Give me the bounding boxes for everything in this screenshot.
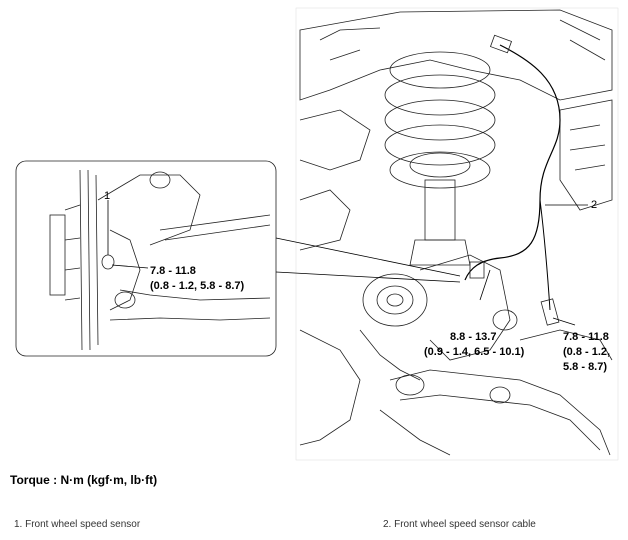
- body-panel: [299, 9, 613, 101]
- legend-item-1: 1. Front wheel speed sensor: [14, 519, 141, 530]
- main-drawing-frame: [295, 7, 619, 461]
- part-number-2: 2: [591, 199, 598, 211]
- right-torque-value: 7.8 - 11.8: [563, 331, 609, 343]
- detail-inset: [15, 160, 277, 357]
- right-torque-units-1: (0.8 - 1.2,: [563, 346, 611, 358]
- inset-torque-value: 7.8 - 11.8: [150, 265, 196, 277]
- inset-brake-disc: [49, 169, 271, 351]
- suspension-diagram: [15, 7, 619, 461]
- lower-arm: [379, 369, 611, 456]
- strut-spring: [384, 51, 496, 266]
- part-number-1-inset: 1: [104, 190, 111, 202]
- center-torque-units: (0.9 - 1.4, 6.5 - 10.1): [424, 346, 525, 358]
- knuckle-hub: [359, 254, 518, 381]
- right-torque-units-2: 5.8 - 8.7): [563, 361, 608, 373]
- torque-unit-note: Torque : N·m (kgf·m, lb·ft): [10, 473, 158, 487]
- sensor-cable: [464, 44, 561, 281]
- inset-torque-units: (0.8 - 1.2, 5.8 - 8.7): [150, 280, 245, 292]
- center-torque-value: 8.8 - 13.7: [450, 331, 497, 343]
- legend-item-2: 2. Front wheel speed sensor cable: [383, 519, 536, 530]
